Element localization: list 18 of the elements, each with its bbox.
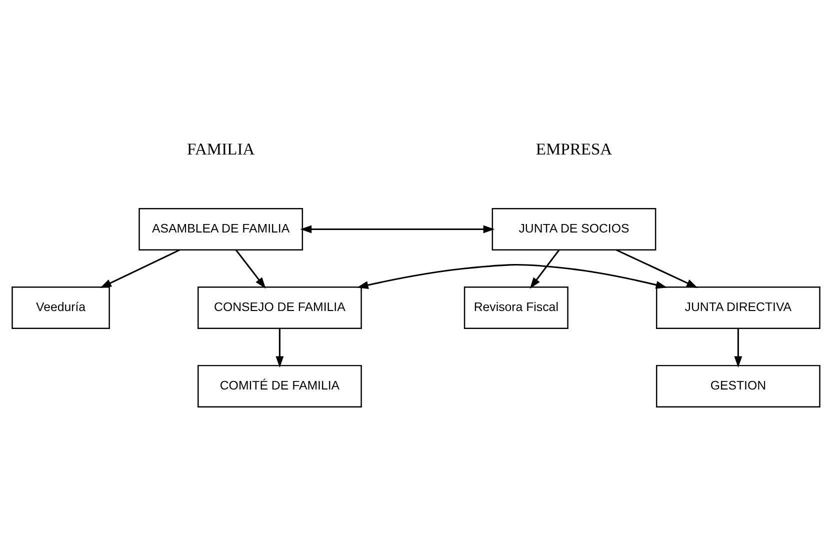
- arrow: [100, 248, 180, 288]
- arrow: [300, 224, 495, 233]
- node-box: GESTION: [656, 364, 820, 407]
- label: EMPRESA: [536, 139, 612, 158]
- node-box: Revisora Fiscal: [464, 286, 568, 328]
- node-box: COMITÉ DE FAMILIA: [198, 364, 362, 407]
- arrow: [616, 248, 698, 288]
- node-box: ASAMBLEA DE FAMILIA: [138, 208, 304, 250]
- arrow: [235, 249, 266, 288]
- arrow: [276, 328, 284, 368]
- node-box: CONSEJO DE FAMILIA: [198, 286, 362, 328]
- label: FAMILIA: [187, 139, 255, 158]
- node-box: Veeduría: [12, 286, 110, 328]
- node-box: JUNTA DIRECTIVA: [656, 286, 820, 328]
- node-box: JUNTA DE SOCIOS: [492, 208, 656, 250]
- arrow: [734, 328, 742, 368]
- arrow: [530, 249, 560, 288]
- arrow: [356, 264, 668, 288]
